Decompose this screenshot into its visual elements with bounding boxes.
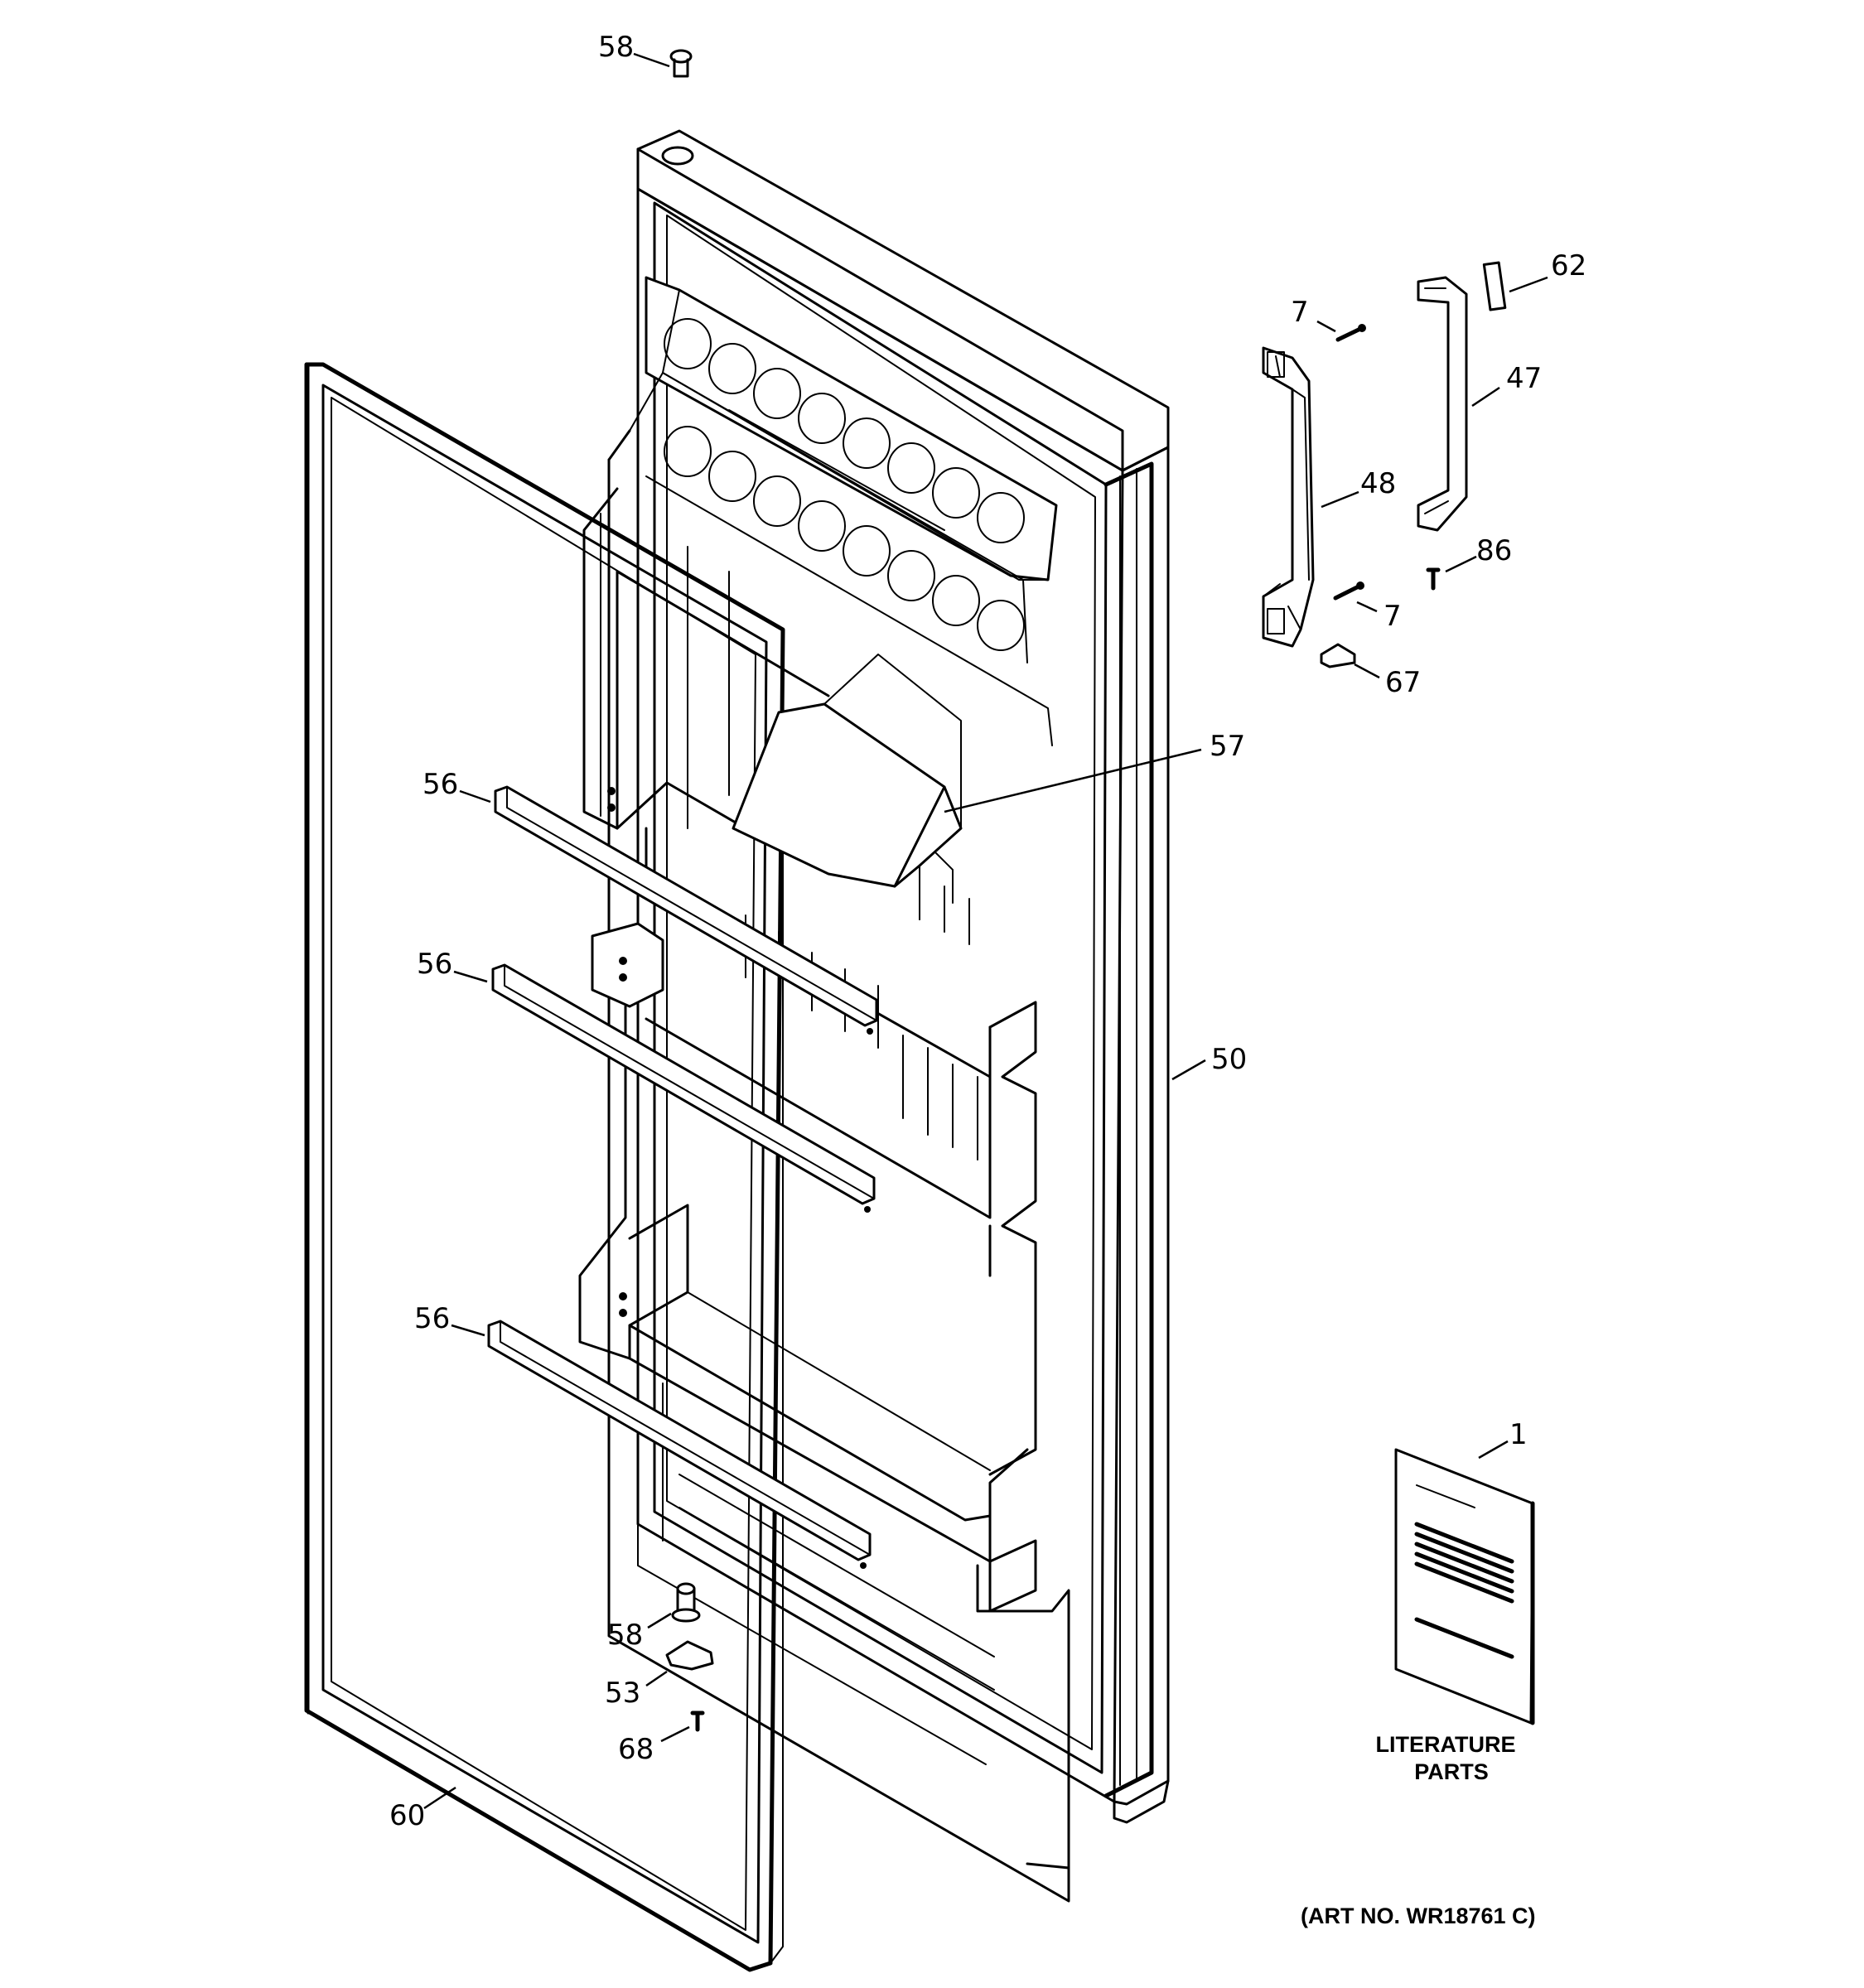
handle-part-48 — [1262, 346, 1315, 648]
clip-part-67 — [1320, 643, 1356, 668]
literature-label-line1: LITERATURE — [1376, 1732, 1516, 1757]
leader-lines — [423, 52, 1548, 1810]
callout-7-lower: 7 — [1384, 600, 1402, 633]
callout-58-bottom: 58 — [607, 1619, 643, 1652]
door-gasket — [304, 362, 785, 1972]
callout-7-upper: 7 — [1291, 296, 1309, 329]
literature-booklet — [1394, 1448, 1535, 1725]
insert-part-62 — [1482, 261, 1507, 311]
screw-part-68 — [690, 1711, 705, 1732]
egg-tray-row1 — [664, 318, 1025, 543]
callout-60: 60 — [389, 1799, 425, 1832]
shelf-rail-top — [494, 785, 878, 1035]
pin-part-58-top — [669, 49, 693, 78]
screw-part-86 — [1426, 567, 1441, 591]
callout-53: 53 — [605, 1677, 640, 1710]
pin-part-58-bottom — [671, 1582, 701, 1623]
callout-67: 67 — [1385, 666, 1421, 699]
callout-50: 50 — [1211, 1043, 1247, 1076]
callout-47: 47 — [1506, 362, 1542, 395]
callout-1: 1 — [1509, 1418, 1528, 1451]
callout-57: 57 — [1210, 730, 1245, 763]
callout-56-middle: 56 — [417, 948, 452, 981]
callout-48: 48 — [1360, 467, 1396, 500]
screw-part-7-lower — [1333, 581, 1364, 601]
booklet-text-lines — [1414, 1484, 1514, 1659]
art-number: (ART NO. WR18761 C) — [1301, 1904, 1536, 1928]
callout-62: 62 — [1551, 249, 1586, 282]
callout-56-top: 56 — [423, 768, 458, 801]
handle-trim-part-47 — [1417, 276, 1468, 532]
callout-labels: 58 62 7 47 48 86 7 67 57 56 56 56 50 1 5… — [389, 31, 1586, 1832]
egg-tray-row2 — [664, 426, 1025, 651]
bracket-part-53 — [665, 1640, 714, 1671]
literature-label-line2: PARTS — [1414, 1759, 1489, 1784]
callout-86: 86 — [1476, 534, 1512, 567]
callout-58-top: 58 — [598, 31, 634, 64]
callout-68: 68 — [618, 1733, 654, 1766]
screw-part-7-upper — [1335, 324, 1366, 342]
shelf-rail-bottom — [487, 1320, 872, 1569]
dispenser-cover-part-57 — [732, 654, 963, 920]
shelf-rail-middle — [491, 963, 876, 1213]
door-assembly — [578, 129, 1170, 1903]
callout-56-bottom: 56 — [414, 1302, 450, 1335]
